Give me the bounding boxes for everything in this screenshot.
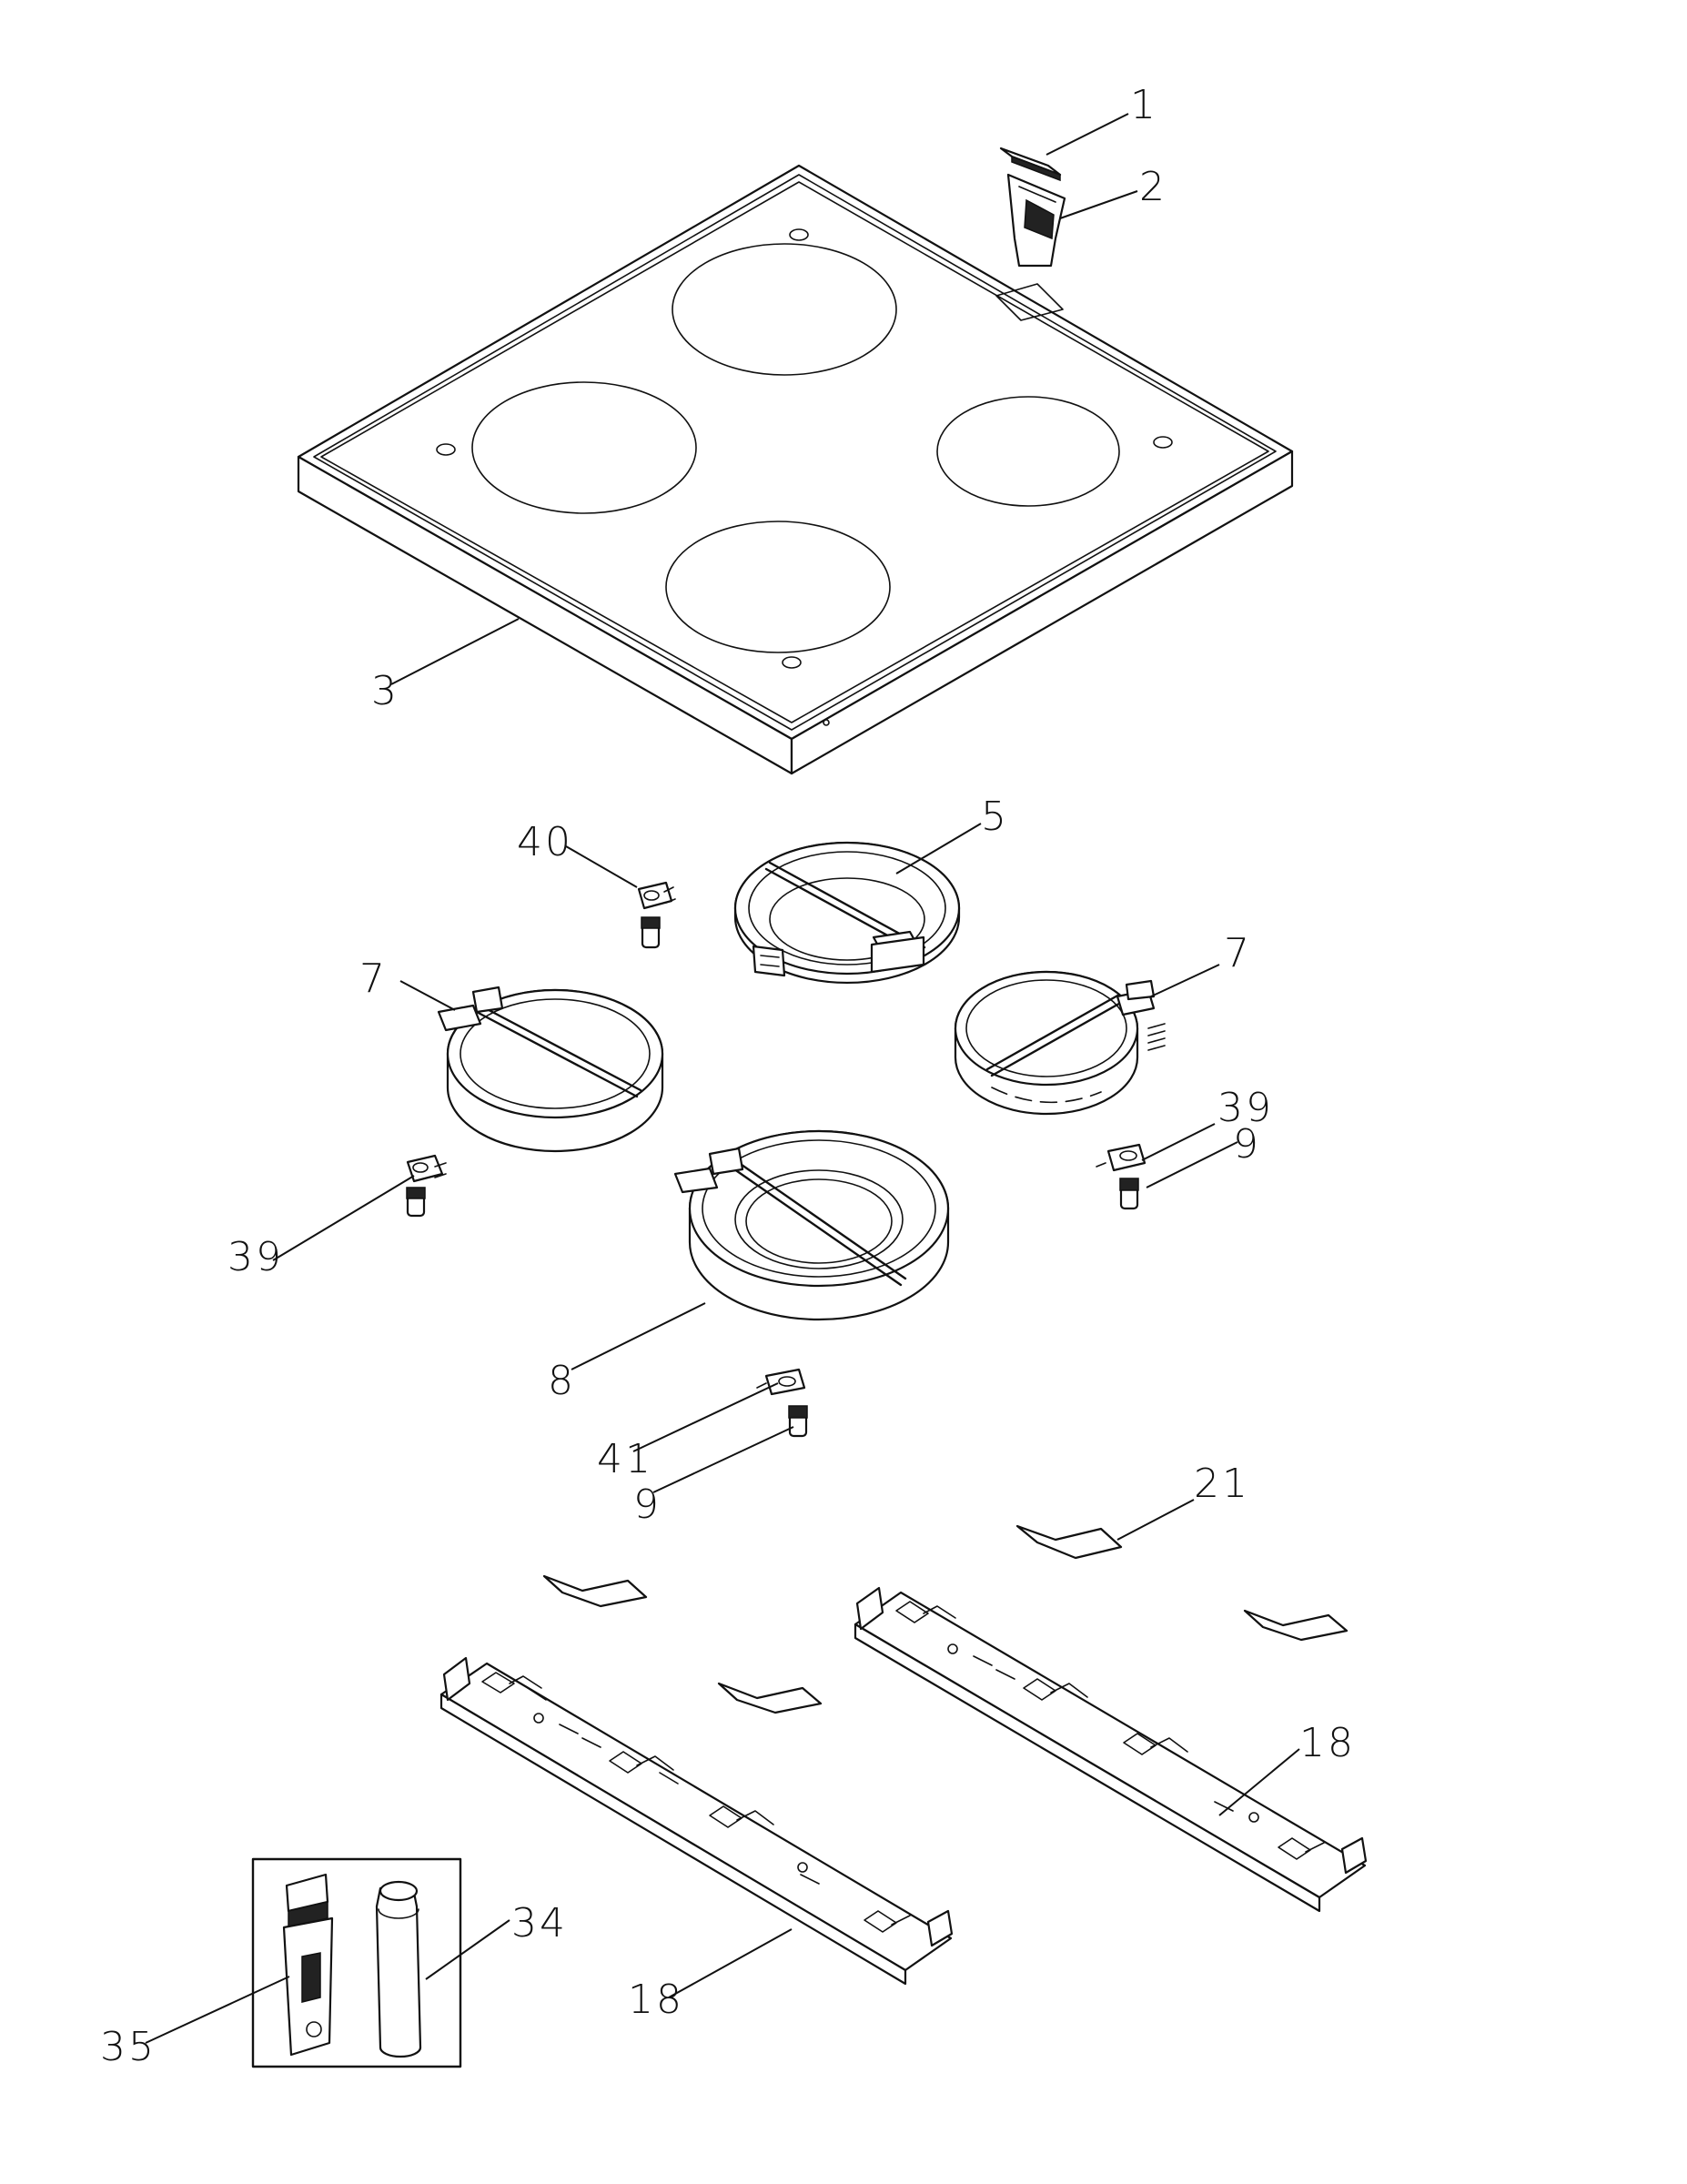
callout-39-right: 39 [1217, 1085, 1274, 1131]
part-18-bracket-left [439, 1656, 954, 1986]
part-7-heating-element-left [437, 986, 664, 1153]
callout-39-left: 39 [227, 1234, 284, 1280]
callout-18-left: 18 [628, 1977, 684, 2023]
callout-labels: 1 2 3 5 40 7 7 39 9 39 8 41 9 21 18 18 3… [100, 82, 1356, 2070]
callout-9-right: 9 [1233, 1121, 1261, 1168]
part-9-foot-right [1119, 1178, 1139, 1210]
callout-1: 1 [1130, 82, 1158, 128]
callout-7-left: 7 [359, 956, 388, 1002]
callout-3: 3 [371, 668, 399, 714]
callout-35: 35 [100, 2024, 157, 2070]
callout-21: 21 [1194, 1461, 1250, 1507]
callout-40: 40 [517, 819, 573, 865]
leader-lines [145, 113, 1300, 2044]
part-39-connector-left [406, 1154, 447, 1218]
part-39-connector-right [1096, 1143, 1147, 1172]
part-21-adhesive-pads [542, 1524, 1349, 1714]
maintenance-kit-frame [251, 1857, 462, 2068]
callout-5: 5 [981, 794, 1009, 840]
part-9-foot-center [788, 1405, 808, 1438]
part-41-connector [756, 1368, 806, 1396]
part-34-cleaner-bottle [375, 1880, 422, 2058]
part-5-heating-element [733, 841, 961, 985]
callout-41: 41 [597, 1436, 653, 1482]
part-8-dual-heating-element [673, 1129, 950, 1321]
callout-9-center: 9 [633, 1481, 662, 1528]
part-18-bracket-right [854, 1586, 1368, 1913]
part-3-hob-top [297, 164, 1294, 775]
part-1-scraper-blade [999, 147, 1062, 182]
part-40-connector [637, 881, 676, 949]
callout-2: 2 [1139, 164, 1167, 210]
part-35-scraper [282, 1873, 334, 2057]
callout-8: 8 [548, 1358, 576, 1404]
callout-18-right: 18 [1299, 1720, 1356, 1766]
part-2-scraper-holder [1006, 173, 1066, 268]
callout-34: 34 [511, 1900, 568, 1946]
part-7-heating-element-right [954, 970, 1166, 1116]
callout-7-right: 7 [1224, 930, 1252, 976]
